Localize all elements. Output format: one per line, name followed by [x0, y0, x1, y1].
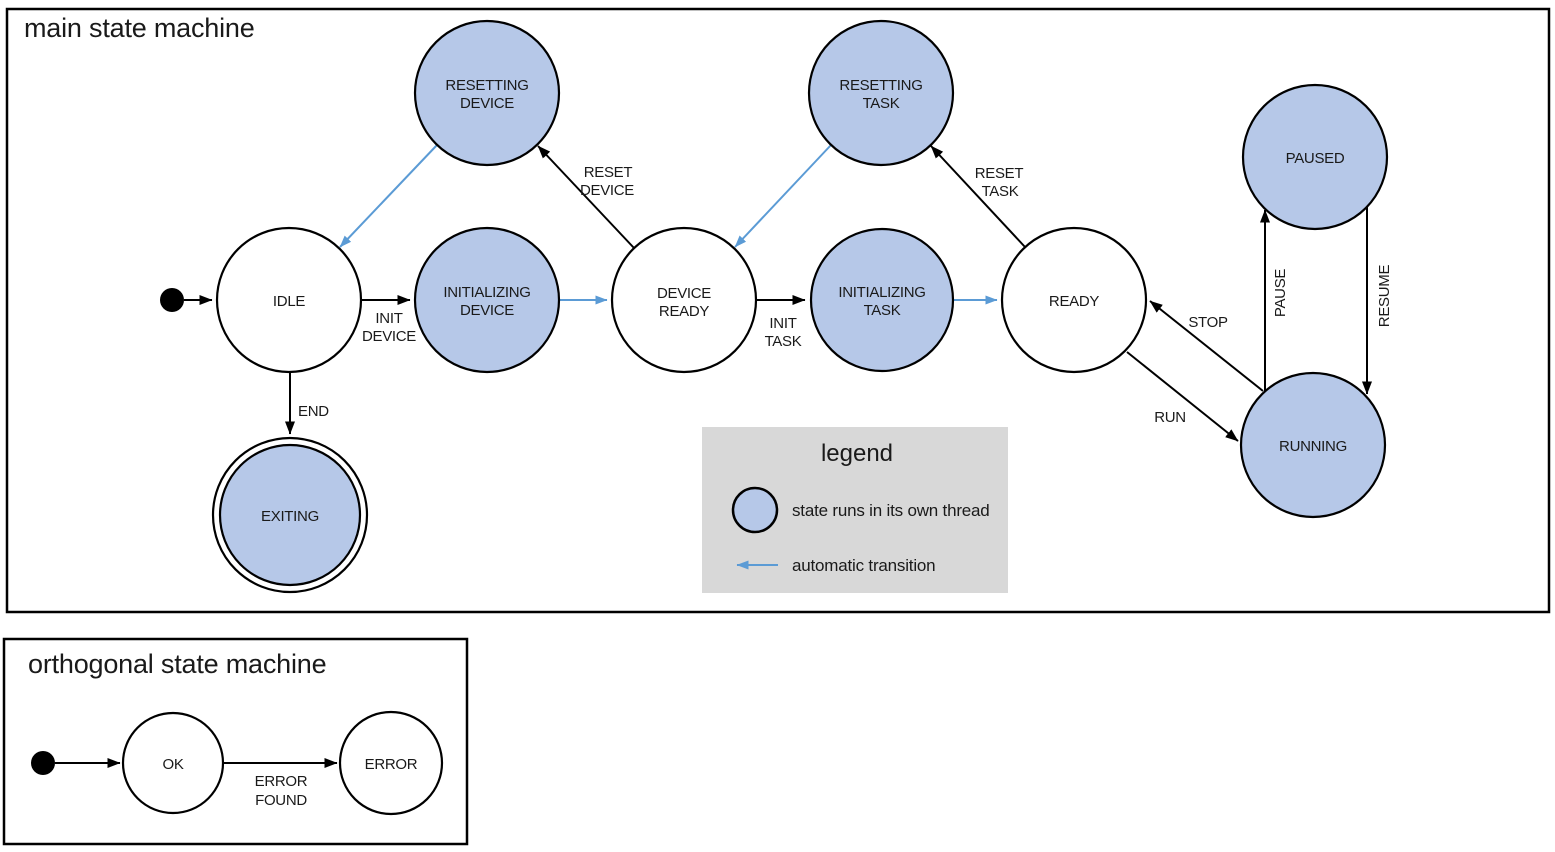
state-device-ready-line2: READY [659, 303, 709, 320]
state-paused-label: PAUSED [1286, 150, 1345, 167]
orthogonal-title: orthogonal state machine [28, 649, 326, 679]
edge-label-reset-device-line1: RESET [584, 164, 633, 181]
edge-label-stop: STOP [1188, 314, 1228, 331]
state-idle: IDLE [215, 226, 363, 374]
state-initializing-task-line1: INITIALIZING [838, 284, 925, 301]
edge-label-error-found-line2: FOUND [255, 792, 307, 809]
state-ok-label: OK [162, 756, 183, 773]
state-initializing-device-circle [413, 226, 561, 374]
state-ok: OK [121, 711, 225, 815]
state-resetting-task-line2: TASK [863, 95, 900, 112]
state-initializing-task-line2: TASK [864, 302, 901, 319]
edge-label-end: END [298, 403, 329, 420]
legend-auto-label: automatic transition [792, 556, 935, 575]
edge-label-run: RUN [1154, 409, 1186, 426]
state-device-ready-line1: DEVICE [657, 285, 711, 302]
edge-running-to-ready [1149, 300, 1264, 392]
edge-auto-resetting-device-to-idle [339, 144, 438, 248]
orthogonal-state-machine: orthogonal state machine ERROR FOUND OK … [2, 637, 469, 846]
state-resetting-device: RESETTING DEVICE [413, 19, 561, 167]
state-error-label: ERROR [365, 756, 418, 773]
state-initializing-device: INITIALIZING DEVICE [413, 226, 561, 374]
edge-label-reset-task-line2: TASK [982, 183, 1019, 200]
edge-label-reset-task-line1: RESET [975, 165, 1024, 182]
legend-thread-state-icon [731, 486, 779, 534]
state-initializing-device-line1: INITIALIZING [443, 284, 530, 301]
state-exiting-inner-circle [218, 443, 362, 587]
legend-thread-label: state runs in its own thread [792, 501, 990, 520]
orthogonal-initial-state-dot [31, 751, 55, 775]
main-frame [5, 7, 1551, 614]
state-initializing-device-line2: DEVICE [460, 302, 514, 319]
state-device-ready: DEVICE READY [610, 226, 758, 374]
state-idle-circle [215, 226, 363, 374]
state-paused-circle [1241, 83, 1389, 231]
edge-device-ready-to-resetting-device [537, 145, 635, 249]
legend: legend state runs in its own thread auto… [702, 427, 1008, 593]
state-resetting-device-circle [413, 19, 561, 167]
state-idle-label: IDLE [273, 293, 305, 310]
edge-label-init-task-line1: INIT [769, 315, 796, 332]
edge-label-error-found-line1: ERROR [255, 773, 308, 790]
state-error: ERROR [338, 710, 444, 816]
main-state-machine: main state machine INIT DEVICE END RESET… [5, 7, 1551, 614]
edge-label-reset-device-line2: DEVICE [580, 182, 634, 199]
edge-label-pause: PAUSE [1272, 269, 1289, 318]
edge-ready-to-resetting-task [930, 145, 1026, 248]
state-error-circle [338, 710, 444, 816]
edge-ready-to-running [1126, 351, 1239, 442]
state-resetting-task: RESETTING TASK [807, 19, 955, 167]
edge-labels: INIT DEVICE END RESET DEVICE INIT TASK R… [298, 164, 1393, 426]
state-exiting-label: EXITING [261, 508, 319, 525]
state-resetting-task-circle [807, 19, 955, 167]
state-running-label: RUNNING [1279, 438, 1347, 455]
edge-auto-resetting-task-to-device-ready [734, 144, 832, 248]
orthogonal-frame [2, 637, 469, 846]
state-ready: READY [1000, 226, 1148, 374]
state-initializing-task: INITIALIZING TASK [809, 227, 955, 373]
legend-title: legend [821, 440, 893, 467]
state-running: RUNNING [1239, 371, 1387, 519]
initial-state-dot [160, 288, 184, 312]
state-resetting-task-line1: RESETTING [839, 77, 922, 94]
main-title: main state machine [24, 13, 255, 43]
state-initializing-task-circle [809, 227, 955, 373]
state-device-ready-circle [610, 226, 758, 374]
edge-label-init-task-line2: TASK [765, 333, 802, 350]
edge-label-init-device-line1: INIT [375, 310, 402, 327]
state-ready-label: READY [1049, 293, 1099, 310]
state-resetting-device-line1: RESETTING [445, 77, 528, 94]
edge-label-resume: RESUME [1376, 265, 1393, 328]
state-exiting: EXITING [211, 436, 369, 594]
edge-label-init-device-line2: DEVICE [362, 328, 416, 345]
state-ok-circle [121, 711, 225, 815]
state-paused: PAUSED [1241, 83, 1389, 231]
state-ready-circle [1000, 226, 1148, 374]
state-running-circle [1239, 371, 1387, 519]
state-resetting-device-line2: DEVICE [460, 95, 514, 112]
